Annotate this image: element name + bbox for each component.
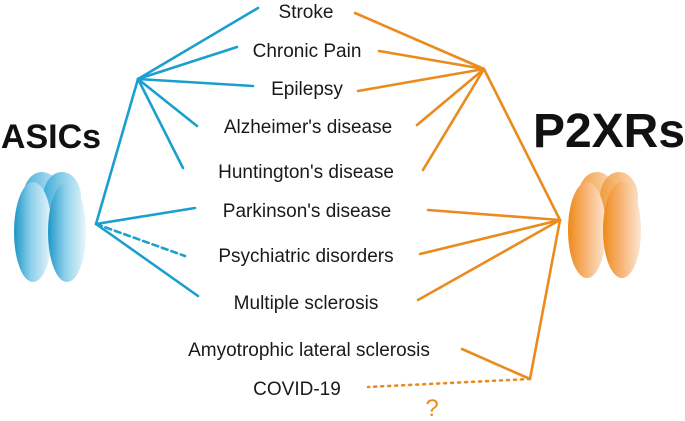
disease-label-alzheimers: Alzheimer's disease xyxy=(224,117,392,138)
disease-label-stroke: Stroke xyxy=(279,2,334,23)
disease-label-parkinsons: Parkinson's disease xyxy=(223,201,391,222)
asics-connector-lines xyxy=(94,6,260,298)
asics-link-line xyxy=(136,77,185,170)
disease-label-als: Amyotrophic lateral sclerosis xyxy=(188,340,430,361)
p2xrs-link-line xyxy=(353,11,486,71)
p2xrs-link-line xyxy=(356,67,486,93)
p2xrs-title: P2XRs xyxy=(533,105,685,158)
asics-link-line xyxy=(94,222,200,298)
disease-label-chronic-pain: Chronic Pain xyxy=(253,41,362,62)
asics-title: ASICs xyxy=(1,118,101,156)
p2xrs-link-line xyxy=(460,347,532,381)
disease-label-multiple-sclerosis: Multiple sclerosis xyxy=(234,293,379,314)
asics-channel-icon xyxy=(14,172,86,282)
p2xrs-link-line xyxy=(415,67,486,127)
disease-label-psychiatric: Psychiatric disorders xyxy=(218,246,393,267)
disease-label-covid19: COVID-19 xyxy=(253,379,341,400)
disease-label-epilepsy: Epilepsy xyxy=(271,79,343,100)
p2xrs-link-line xyxy=(426,208,562,222)
asics-link-line xyxy=(94,222,187,258)
p2xrs-link-line xyxy=(377,49,486,71)
p2xrs-connector-lines xyxy=(353,11,562,389)
asics-link-line xyxy=(136,77,199,128)
p2xrs-channel-icon xyxy=(568,172,641,278)
disease-label-huntingtons: Huntington's disease xyxy=(218,162,394,183)
p2xrs-link-line xyxy=(416,218,562,302)
disease-label-list: Stroke Chronic Pain Epilepsy Alzheimer's… xyxy=(188,2,430,400)
p2xrs-link-line xyxy=(421,67,486,172)
asics-link-line xyxy=(136,45,239,81)
p2xrs-link-line xyxy=(366,377,532,389)
asics-link-line xyxy=(136,77,255,88)
asics-hub-connector xyxy=(94,77,140,226)
p2xrs-link-line xyxy=(418,218,562,256)
p2xrs-hub-connector-upper xyxy=(482,67,562,222)
asics-link-line xyxy=(136,6,260,81)
uncertain-link-mark: ? xyxy=(425,395,438,421)
p2xrs-hub-connector-lower xyxy=(528,218,562,381)
asics-link-line xyxy=(94,206,197,226)
